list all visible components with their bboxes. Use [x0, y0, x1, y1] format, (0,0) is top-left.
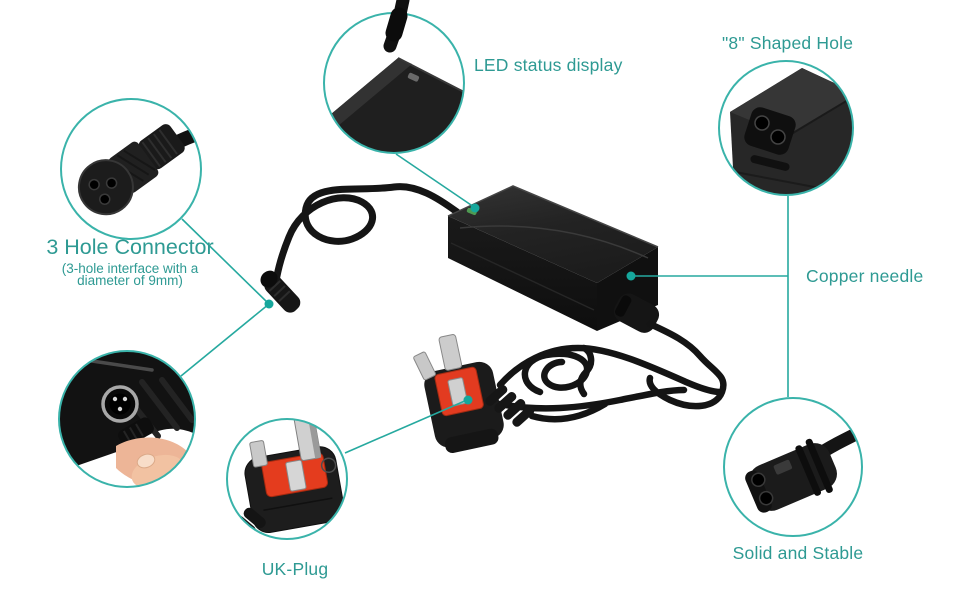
callout-line-3hole	[181, 218, 270, 305]
callout-lines	[180, 153, 789, 454]
led-indicator	[466, 207, 477, 216]
label-solid-and-stable: Solid and Stable	[732, 543, 864, 563]
inset-c7-connector	[723, 397, 863, 537]
callout-dot-3hole	[264, 299, 274, 309]
subtitle-line-1: (3-hole interface with a	[61, 260, 199, 276]
callout-line-led	[395, 153, 475, 208]
callout-dot-led	[470, 203, 480, 213]
inset-led-display	[323, 0, 465, 154]
dc-connector	[260, 270, 301, 313]
main-product-photo	[260, 183, 727, 454]
callout-dots	[264, 203, 636, 405]
inset-8-shaped-hole	[718, 60, 854, 196]
label-8-shaped-hole: "8" Shaped Hole	[722, 33, 854, 53]
callout-dot-ukplug	[463, 395, 473, 405]
label-copper-needle: Copper needle	[806, 266, 924, 286]
dc-cable	[270, 183, 461, 296]
label-led-status-display: LED status display	[474, 55, 623, 75]
callout-dot-copper	[626, 271, 636, 281]
inset-3-hole-connector	[60, 98, 202, 240]
uk-plug-strain-relief	[485, 384, 535, 427]
inset-uk-plug	[226, 418, 348, 540]
ac-cable-tangle	[496, 320, 727, 423]
subtitle-line-2: diameter of 9mm)	[77, 273, 183, 289]
callout-line-socket	[180, 303, 270, 377]
label-3-hole-connector-subtitle: (3-hole interface with a diameter of 9mm…	[46, 260, 213, 289]
label-uk-plug: UK-Plug	[261, 559, 329, 579]
uk-plug-photo	[413, 334, 535, 454]
callout-line-ukplug	[344, 399, 468, 454]
label-3-hole-connector-title: 3 Hole Connector	[46, 235, 214, 259]
inset-device-socket	[58, 350, 196, 488]
label-block-3-hole-connector: 3 Hole Connector (3-hole interface with …	[46, 235, 214, 289]
